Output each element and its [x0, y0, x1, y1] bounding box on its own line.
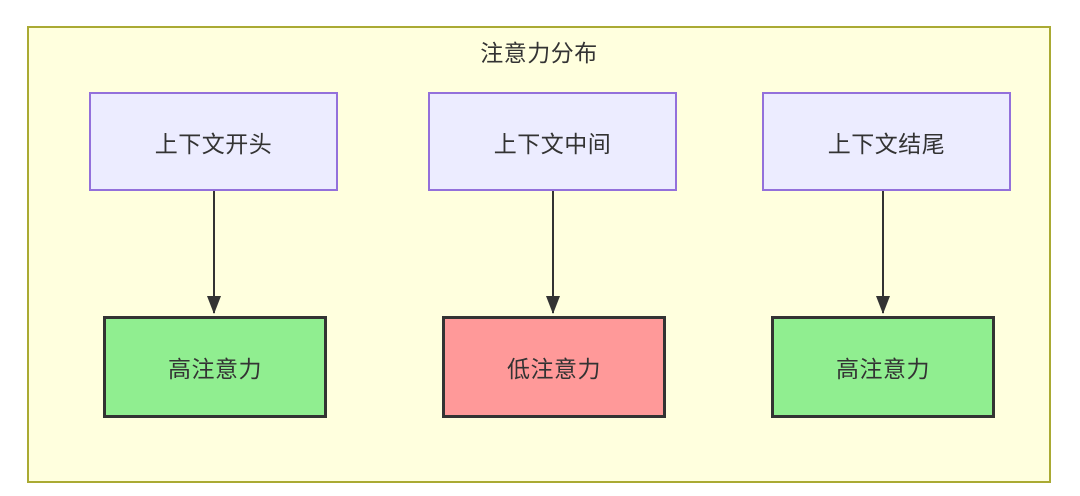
subgraph-title: 注意力分布: [480, 40, 598, 66]
node-context-middle[interactable]: 上下文中间: [428, 92, 677, 191]
node-attention-low-middle-label: 低注意力: [507, 356, 601, 382]
node-attention-high-start-label: 高注意力: [168, 356, 262, 382]
node-context-end-label: 上下文结尾: [827, 130, 946, 157]
node-attention-low-middle[interactable]: 低注意力: [442, 316, 666, 418]
node-attention-high-end-label: 高注意力: [836, 356, 930, 382]
node-context-start[interactable]: 上下文开头: [89, 92, 338, 191]
node-context-end[interactable]: 上下文结尾: [762, 92, 1011, 191]
node-context-start-label: 上下文开头: [154, 130, 273, 157]
node-attention-high-end[interactable]: 高注意力: [771, 316, 995, 418]
node-attention-high-start[interactable]: 高注意力: [103, 316, 327, 418]
node-context-middle-label: 上下文中间: [493, 130, 612, 157]
